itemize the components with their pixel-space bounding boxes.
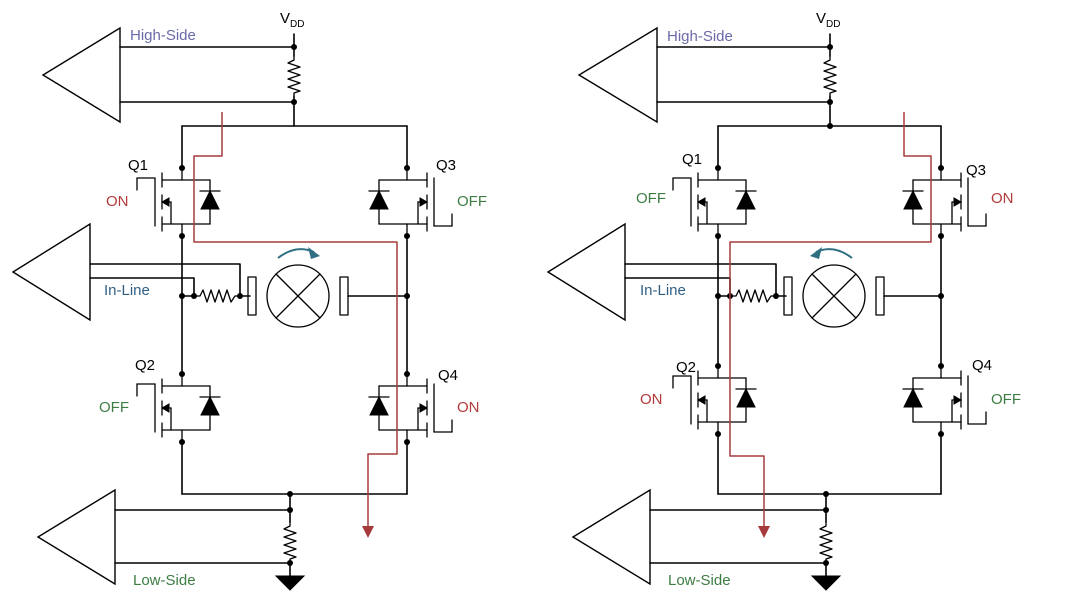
rotation-arrow: [815, 248, 853, 259]
vdd-label: VDD: [816, 10, 840, 30]
low-side-amplifier: [571, 488, 651, 586]
motor: [783, 264, 885, 328]
q1-state: OFF: [636, 190, 666, 207]
q4-state: OFF: [991, 391, 1021, 408]
mosfet-q4: [368, 373, 453, 443]
current-path: [193, 112, 398, 528]
high-side-amplifier: [41, 26, 121, 124]
in-line-shunt-resistor: [193, 289, 241, 303]
current-path: [729, 112, 932, 528]
q1-label: Q1: [128, 157, 148, 174]
in-line-label: In-Line: [104, 282, 150, 299]
in-line-label: In-Line: [640, 282, 686, 299]
q2-label: Q2: [135, 357, 155, 374]
low-side-label: Low-Side: [668, 572, 731, 589]
circuit-left: VDD High-Side: [11, 10, 487, 591]
mosfet-q2: [672, 365, 757, 435]
q4-label: Q4: [438, 367, 458, 384]
in-line-shunt-resistor: [729, 289, 777, 303]
circuit-right: VDD High-Side: [546, 10, 1021, 591]
rotation-arrow: [277, 248, 315, 259]
q2-state: ON: [640, 391, 663, 408]
q1-label: Q1: [682, 151, 702, 168]
vdd-label: VDD: [280, 10, 304, 30]
q3-state: ON: [991, 190, 1014, 207]
q3-label: Q3: [966, 162, 986, 179]
q1-state: ON: [106, 193, 129, 210]
q2-state: OFF: [99, 399, 129, 416]
mosfet-q3: [368, 167, 453, 237]
q4-label: Q4: [972, 357, 992, 374]
motor: [247, 264, 349, 328]
current-arrow-head: [362, 526, 374, 538]
low-side-shunt-resistor: [283, 521, 297, 563]
rotation-arrow-head: [810, 247, 822, 259]
high-side-amplifier: [577, 26, 658, 124]
low-side-amplifier: [36, 488, 116, 586]
mosfet-q1: [672, 167, 757, 237]
low-side-label: Low-Side: [133, 572, 196, 589]
ground-icon: [275, 575, 305, 591]
q3-label: Q3: [436, 157, 456, 174]
mosfet-q1: [136, 167, 221, 237]
q2-label: Q2: [676, 359, 696, 376]
ground-icon: [811, 575, 841, 591]
rotation-arrow-head: [308, 247, 320, 259]
q3-state: OFF: [457, 193, 487, 210]
current-arrow-head: [758, 526, 770, 538]
high-side-shunt-resistor: [823, 55, 837, 97]
in-line-amplifier: [546, 222, 626, 322]
high-side-label: High-Side: [130, 27, 196, 44]
low-side-shunt-resistor: [819, 521, 833, 563]
in-line-amplifier: [11, 222, 91, 322]
high-side-label: High-Side: [667, 28, 733, 45]
high-side-shunt-resistor: [287, 55, 301, 97]
mosfet-q2: [136, 373, 221, 443]
mosfet-q4: [902, 365, 987, 435]
q4-state: ON: [457, 399, 480, 416]
